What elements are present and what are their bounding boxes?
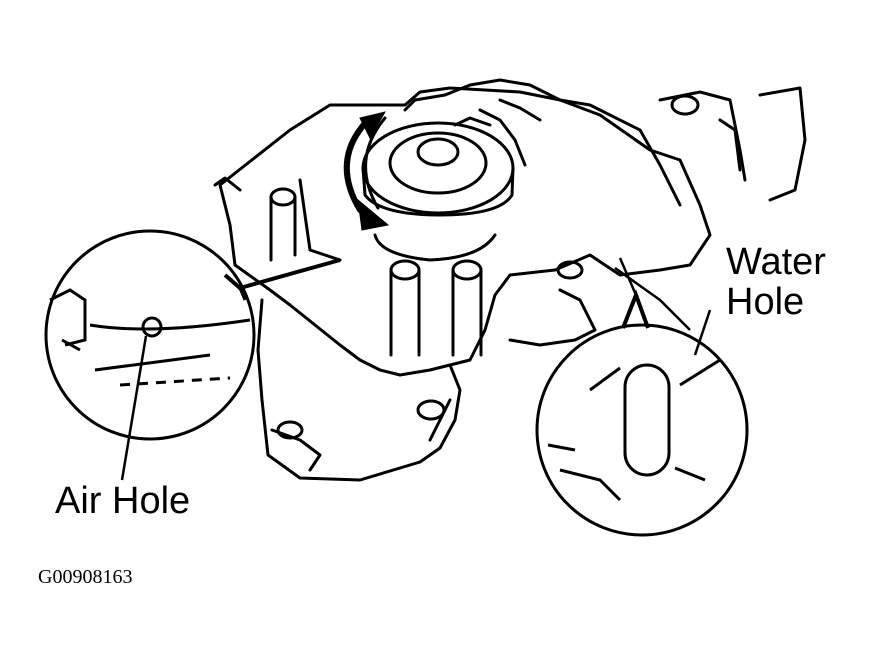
arrow-head-bottom-icon <box>357 198 390 231</box>
air-hole-icon <box>141 316 163 338</box>
pump-pulley <box>361 121 515 262</box>
water-hole-icon <box>623 363 671 477</box>
air-hole-inset <box>44 229 341 481</box>
figure-id: G00908163 <box>38 566 133 588</box>
air-hole-label: Air Hole <box>55 480 191 522</box>
water-hole-inset <box>535 257 749 537</box>
arrow-head-top-icon <box>359 111 387 140</box>
hand <box>403 78 682 207</box>
water-hole-label-line2: Hole <box>726 280 805 323</box>
water-hole-label: Water Hole <box>726 241 826 323</box>
water-hole-label-line1: Water <box>726 241 826 283</box>
pump-body <box>213 86 807 482</box>
rotation-arrow-icon <box>343 116 387 213</box>
bolt-bosses <box>269 94 700 440</box>
